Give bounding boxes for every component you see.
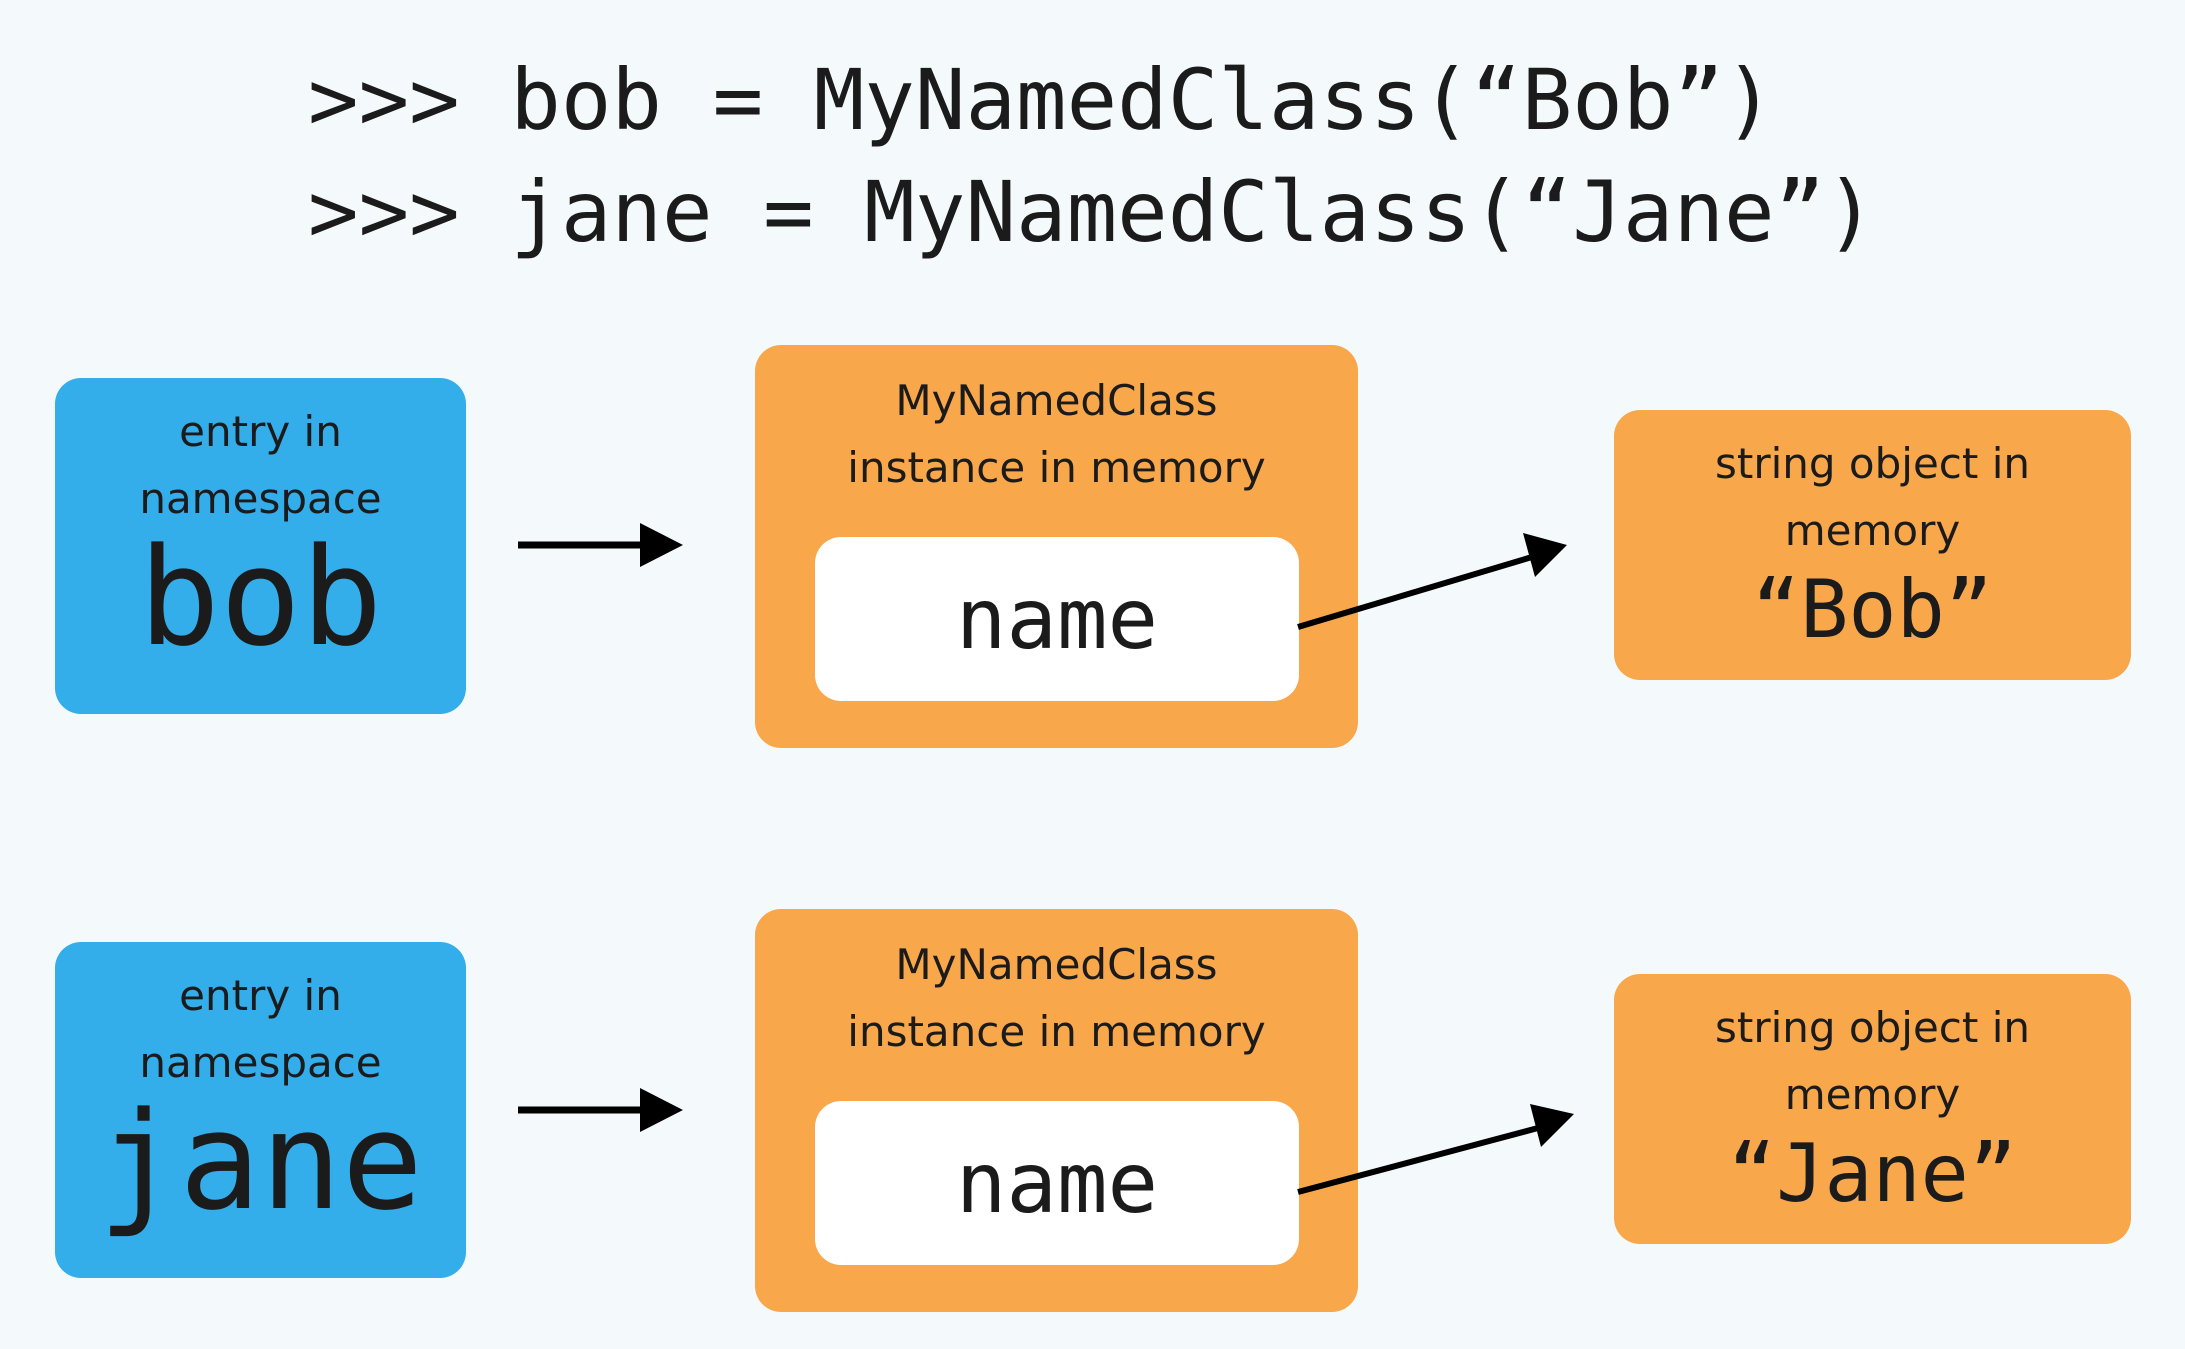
namespace-name: bob xyxy=(138,519,383,676)
string-caption: string object in memory xyxy=(1715,439,2030,555)
name-attribute: name xyxy=(815,1101,1299,1265)
namespace-entry-jane: entry in namespace jane xyxy=(55,942,466,1278)
arrowhead-attribute-bob xyxy=(1523,533,1567,577)
instance-box-bob: MyNamedClass instance in memory name xyxy=(755,345,1358,748)
name-attribute: name xyxy=(815,537,1299,701)
string-value: “Jane” xyxy=(1728,1127,2017,1220)
arrowhead-bob xyxy=(640,523,683,567)
arrowhead-jane xyxy=(640,1088,683,1132)
namespace-name: jane xyxy=(97,1083,424,1240)
namespace-entry-bob: entry in namespace bob xyxy=(55,378,466,714)
instance-caption: MyNamedClass instance in memory xyxy=(847,376,1266,492)
code-line-bob: >>> bob = MyNamedClass(“Bob”) xyxy=(308,51,1775,149)
namespace-caption: entry in namespace xyxy=(139,407,382,523)
string-value: “Bob” xyxy=(1752,563,1993,656)
namespace-caption: entry in namespace xyxy=(139,971,382,1087)
instance-box-jane: MyNamedClass instance in memory name xyxy=(755,909,1358,1312)
instance-caption: MyNamedClass instance in memory xyxy=(847,940,1266,1056)
arrowhead-attribute-jane xyxy=(1530,1104,1574,1147)
string-object-bob: string object in memory “Bob” xyxy=(1614,410,2131,680)
string-caption: string object in memory xyxy=(1715,1003,2030,1119)
code-line-jane: >>> jane = MyNamedClass(“Jane”) xyxy=(308,163,1876,261)
string-object-jane: string object in memory “Jane” xyxy=(1614,974,2131,1244)
